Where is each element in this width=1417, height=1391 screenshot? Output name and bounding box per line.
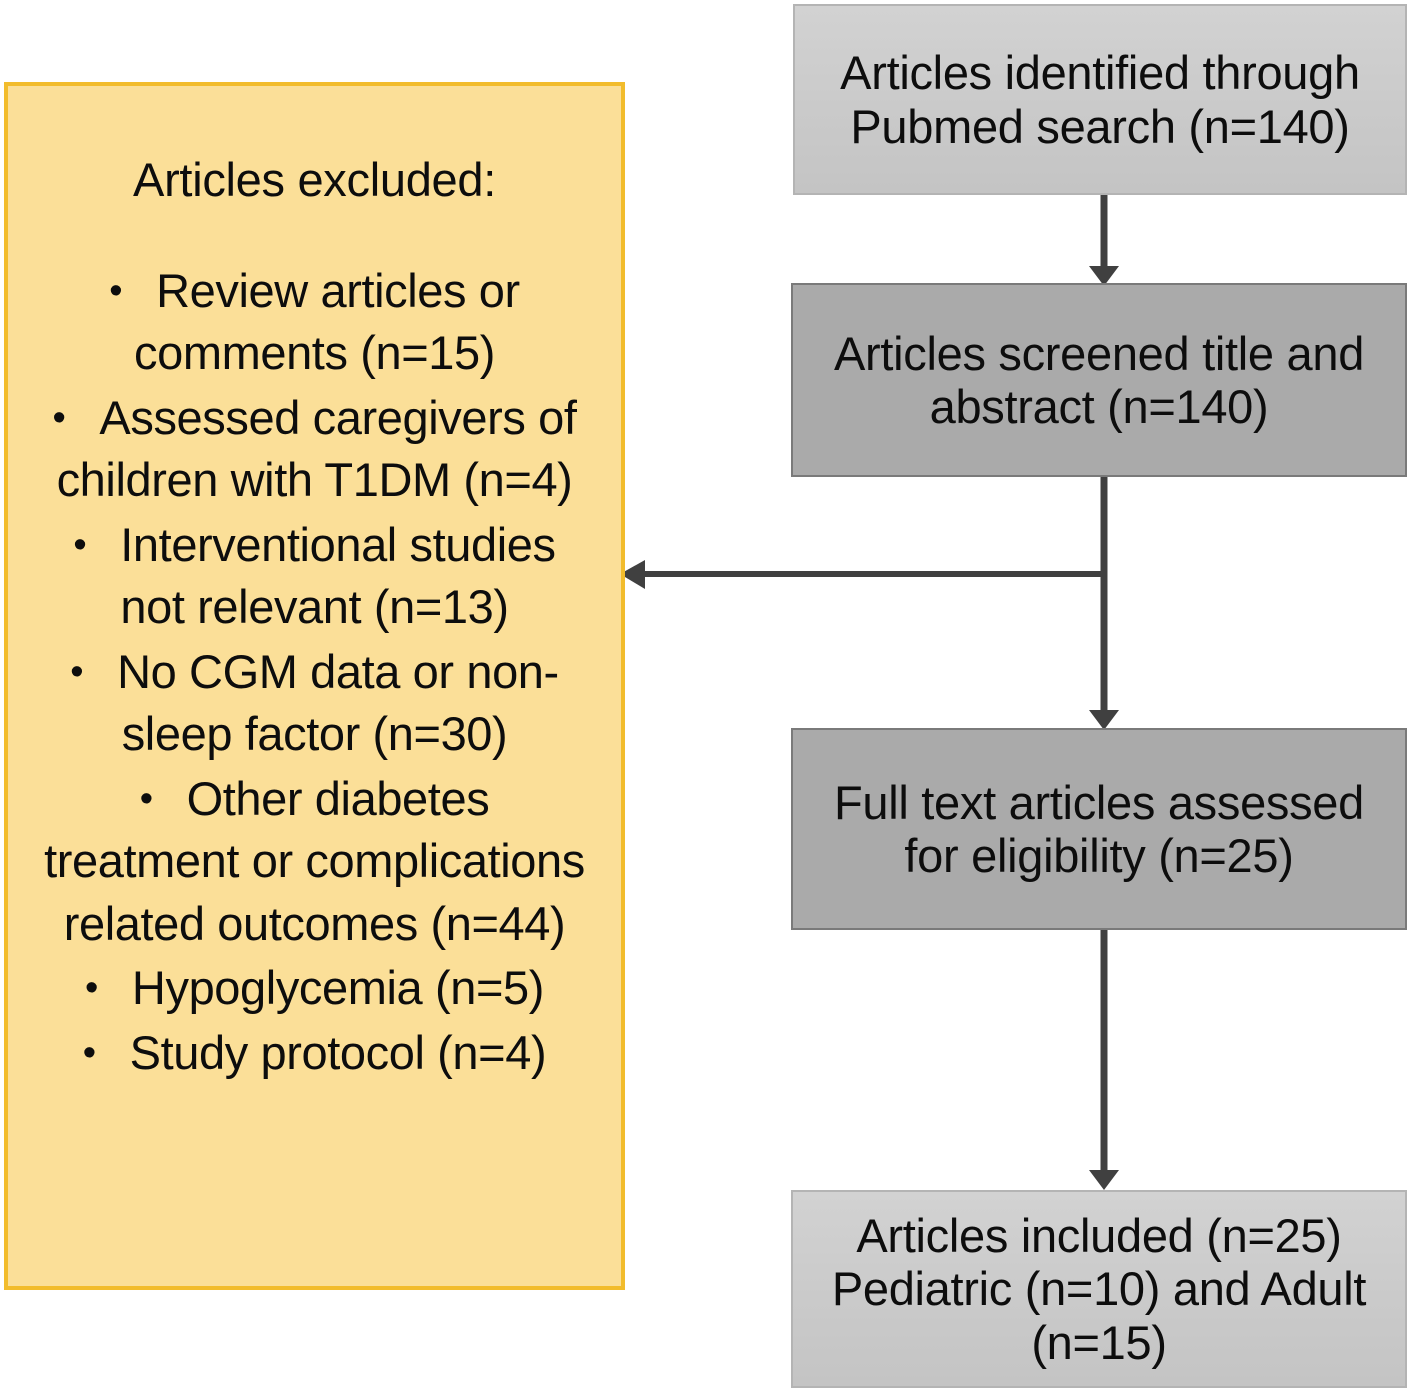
excluded-reason-item: •Other diabetes treatment or complicatio… [34, 768, 595, 956]
excluded-reason-label: Study protocol (n=4) [129, 1025, 547, 1079]
excluded-reason-label: Hypoglycemia (n=5) [131, 961, 544, 1015]
excluded-reason-label: No CGM data or non-sleep factor (n=30) [117, 644, 559, 761]
arrow-identified-to-screened [1089, 195, 1119, 286]
excluded-reason-item: • Hypoglycemia (n=5) [34, 957, 595, 1020]
excluded-reason-list: •Review articles or comments (n=15)•Asse… [34, 260, 595, 1085]
bullet-icon: • [82, 1031, 96, 1074]
bullet-icon: • [139, 777, 153, 820]
bullet-icon: • [70, 650, 84, 693]
box-articles-excluded: Articles excluded: •Review articles or c… [4, 82, 625, 1290]
excluded-reason-label: Review articles or comments (n=15) [133, 263, 520, 380]
bullet-icon: • [109, 269, 123, 312]
box-articles-included-label: Articles included (n=25) Pediatric (n=10… [831, 1209, 1367, 1369]
box-full-text-assessed-label: Full text articles assessed for eligibil… [834, 775, 1364, 882]
box-articles-identified-label: Articles identified through Pubmed searc… [840, 46, 1360, 153]
box-articles-identified: Articles identified through Pubmed searc… [793, 4, 1407, 195]
arrow-fulltext-to-included [1089, 930, 1119, 1190]
box-full-text-assessed: Full text articles assessed for eligibil… [791, 728, 1407, 930]
bullet-icon: • [73, 523, 87, 566]
excluded-reason-label: Interventional studies not relevant (n=1… [120, 517, 556, 634]
excluded-reason-label: Other diabetes treatment or complication… [44, 771, 585, 950]
arrow-screened-to-fulltext [1089, 477, 1119, 730]
excluded-reason-item: •Assessed caregivers of children with T1… [34, 387, 595, 512]
excluded-reason-item: • Study protocol (n=4) [34, 1022, 595, 1085]
excluded-reason-item: •Review articles or comments (n=15) [34, 260, 595, 385]
bullet-icon: • [85, 967, 98, 1010]
box-articles-screened: Articles screened title and abstract (n=… [791, 283, 1407, 477]
excluded-reason-item: • Interventional studies not relevant (n=… [34, 514, 595, 639]
excluded-heading: Articles excluded: [133, 153, 496, 206]
excluded-reason-item: • No CGM data or non-sleep factor (n=30) [34, 641, 595, 766]
box-articles-screened-label: Articles screened title and abstract (n=… [833, 326, 1365, 433]
bullet-icon: • [52, 396, 66, 439]
box-articles-included: Articles included (n=25) Pediatric (n=10… [791, 1190, 1407, 1388]
arrow-screened-to-excluded [620, 560, 1104, 589]
excluded-reason-label: Assessed caregivers of children with T1D… [56, 390, 577, 507]
